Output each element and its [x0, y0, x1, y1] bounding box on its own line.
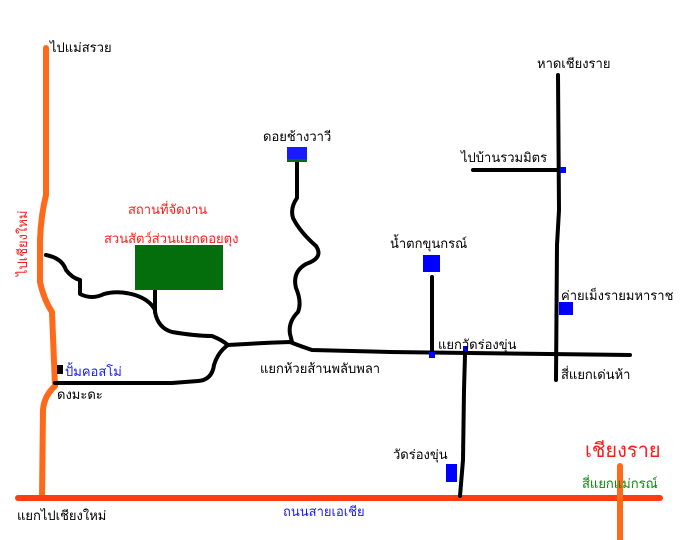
label-dong-mada: ดงมะดะ [57, 388, 103, 403]
ban-ruam-mit-junction-marker [560, 167, 566, 173]
label-cosmo-station: ปั้มคอสโม่ [65, 362, 122, 380]
label-venue-name: สวนสัตว์ส่วนแยกดอยตุง [104, 231, 238, 247]
label-khun-korn-waterfall: น้ำตกขุนกรณ์ [390, 234, 467, 252]
label-wat-rong-khun: วัดร่องขุ่น [393, 448, 448, 463]
label-venue-title: สถานที่จัดงาน [128, 201, 207, 218]
label-chiang-mai-junction: แยกไปเชียงใหม่ [17, 508, 106, 524]
waterfall-marker [423, 255, 440, 272]
label-doi-chang-wawi: ดอยช้างวาวี [263, 129, 331, 145]
label-asia-highway: ถนนสายเอเชีย [283, 504, 365, 520]
highway-to-chiang-mai [37, 45, 58, 501]
road-west-wiggle [44, 253, 157, 312]
label-to-mae-suai: ไปแม่สรวย [49, 40, 112, 56]
wat-rong-khun-junction-marker [463, 346, 468, 351]
road-doi-chang-wawi [287, 158, 321, 344]
mengrai-camp-marker [559, 302, 573, 315]
doi-chang-wawi-marker [287, 147, 307, 159]
label-to-ban-ruam-mit: ไปบ้านรวมมิตร [460, 150, 547, 166]
waterfall-junction-marker [429, 352, 435, 358]
venue-marker [135, 245, 223, 290]
road-wat-rong-khun [458, 353, 467, 498]
cosmo-station-marker [57, 365, 63, 374]
road-to-dong-mada [53, 343, 230, 385]
label-wat-rong-khun-junction: แยกวัดร่องขุ่น [438, 338, 517, 353]
label-mengrai-camp: ค่ายเม็งรายมหาราช [561, 286, 674, 304]
road-from-venue [153, 288, 230, 347]
road-hat-chiang-rai [554, 73, 561, 382]
label-hat-chiang-rai: หาดเชียงราย [537, 56, 610, 72]
label-huai-san-junction: แยกห้วยส้านพลับพลา [260, 362, 380, 377]
wat-rong-khun-marker [446, 464, 457, 482]
label-chiang-rai: เชียงราย [585, 438, 661, 462]
doi-chang-wawi-base [287, 159, 307, 162]
label-to-chiang-mai: ไปเชียงใหม่ [15, 210, 31, 277]
label-den-ha-intersection: สี่แยกเด่นห้า [561, 366, 631, 383]
label-mae-korn-intersection: สี่แยกแม่กรณ์ [582, 475, 658, 492]
